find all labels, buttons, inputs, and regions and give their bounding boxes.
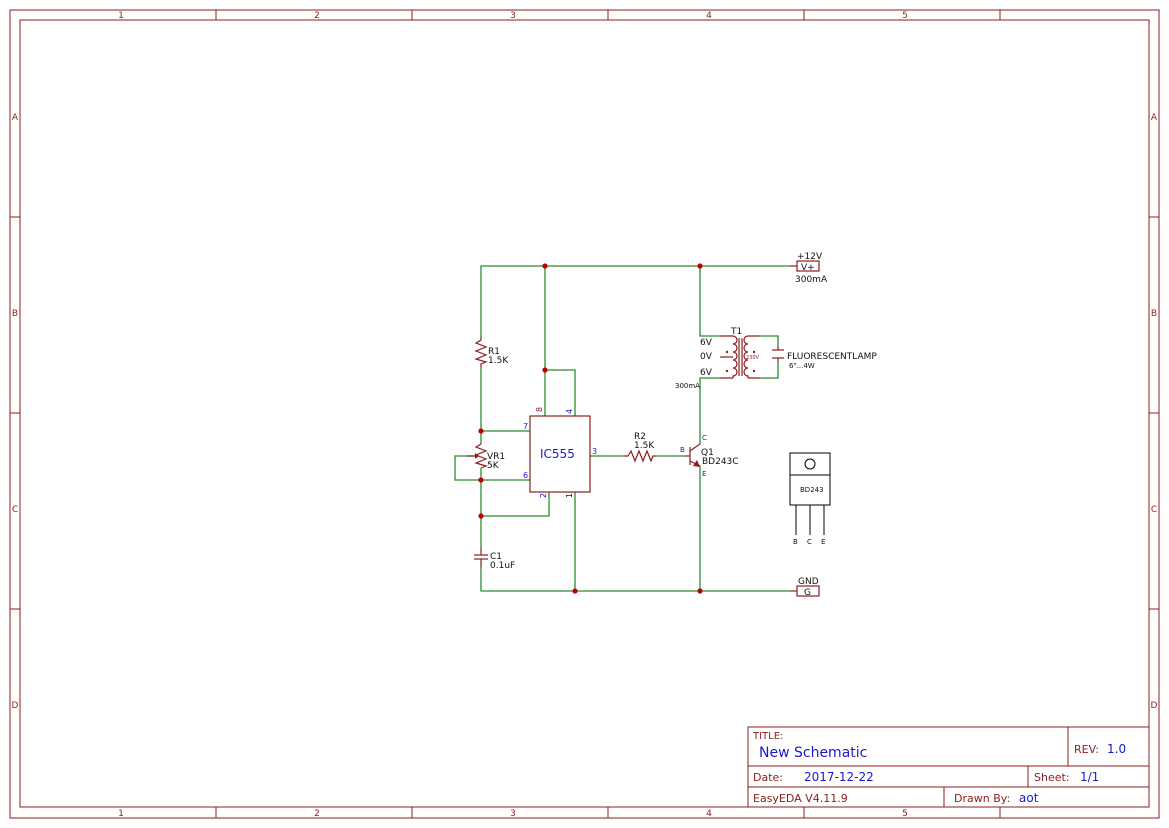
vr1-ref: VR1 [487,452,505,462]
t1-tap-mid: 0V [700,352,713,362]
ic-pin-6: 6 [523,471,528,480]
r1-value: 1.5K [488,356,509,366]
date-label: Date: [753,771,783,784]
lamp-name: FLUORESCENTLAMP [787,352,877,362]
col-label-3-bottom: 3 [510,809,516,819]
ic-pin-4: 4 [565,409,574,414]
col-label-1-top: 1 [118,11,124,21]
t1-secondary-voltage: 230V [746,355,760,361]
lamp-spec: 6"...4W [789,362,815,370]
col-label-4-top: 4 [706,11,712,21]
package-pin-c: C [807,538,812,546]
col-label-5-top: 5 [902,11,908,21]
ic-555: IC555 7 6 3 8 4 2 1 [523,407,597,498]
q1-value: BD243C [702,457,739,467]
row-label-a-right: A [1151,113,1158,123]
col-label-5-bottom: 5 [902,809,908,819]
r2-value: 1.5K [634,441,655,451]
r2-ref: R2 [634,432,646,442]
tool-version: EasyEDA V4.11.9 [753,792,848,805]
row-label-c-right: C [1151,505,1157,515]
ic-pin-2: 2 [539,493,548,498]
q1-pin-b: B [680,446,685,454]
row-label-c-left: C [12,505,18,515]
ic-pin-7: 7 [523,422,528,431]
vr1-value: 5K [487,461,500,471]
drawn-by-label: Drawn By: [954,792,1010,805]
potentiometer-vr1: VR1 5K [467,443,505,471]
ic-pin-8: 8 [535,407,544,412]
c1-ref: C1 [490,552,502,562]
col-label-3-top: 3 [510,11,516,21]
drawing-frame [9,9,1160,819]
q1-ref: Q1 [701,448,714,458]
gnd-symbol-label: G [804,588,811,598]
date-value: 2017-12-22 [804,770,874,784]
row-label-b-left: B [12,309,18,319]
t1-tap-top: 6V [700,338,713,348]
wires [454,265,790,592]
c1-value: 0.1uF [490,561,515,571]
col-label-2-bottom: 2 [314,809,320,819]
resistor-r2: R2 1.5K [624,432,656,463]
q1-pin-e: E [702,470,706,478]
t1-ref: T1 [730,327,742,337]
col-label-4-bottom: 4 [706,809,712,819]
t1-current: 300mA [675,382,700,390]
r1-ref: R1 [488,347,500,357]
resistor-r1: R1 1.5K [474,337,509,367]
rev-label: REV: [1074,743,1099,756]
drawn-by-value: aot [1019,791,1039,805]
row-label-b-right: B [1151,309,1157,319]
q1-pin-c: C [702,434,707,442]
vcc-net-label: +12V [797,252,823,262]
row-label-d-left: D [12,701,19,711]
col-label-1-bottom: 1 [118,809,124,819]
ic-pin-3: 3 [592,447,597,456]
transistor-q1: B C E Q1 BD243C [680,434,739,478]
gnd-power-symbol: GND G [790,577,820,598]
row-label-d-right: D [1151,701,1158,711]
package-pin-b: B [793,538,798,546]
title-block: TITLE: New Schematic REV: 1.0 Date: 2017… [747,726,1150,808]
title-label: TITLE: [752,731,783,742]
fluorescent-lamp: FLUORESCENTLAMP 6"...4W [772,346,877,370]
capacitor-c1: C1 0.1uF [474,548,515,571]
bd243-package: BD243 B C E [789,452,831,546]
rev-value: 1.0 [1107,742,1126,756]
title-value: New Schematic [759,745,867,761]
vcc-current-label: 300mA [795,275,828,285]
sheet-label: Sheet: [1034,771,1070,784]
sheet-value: 1/1 [1080,770,1099,784]
package-name: BD243 [800,486,824,494]
row-label-a-left: A [12,113,19,123]
package-pin-e: E [821,538,825,546]
transformer-t1: T1 6V 0V 6V 230V 300mA [675,327,760,390]
vcc-symbol-label: V+ [801,263,815,273]
t1-tap-bot: 6V [700,368,713,378]
ic-name: IC555 [540,447,575,461]
gnd-net-label: GND [798,577,819,587]
ic-pin-1: 1 [565,493,574,498]
vcc-power-symbol: +12V V+ 300mA [790,252,828,285]
junctions [478,263,703,594]
col-label-2-top: 2 [314,11,320,21]
